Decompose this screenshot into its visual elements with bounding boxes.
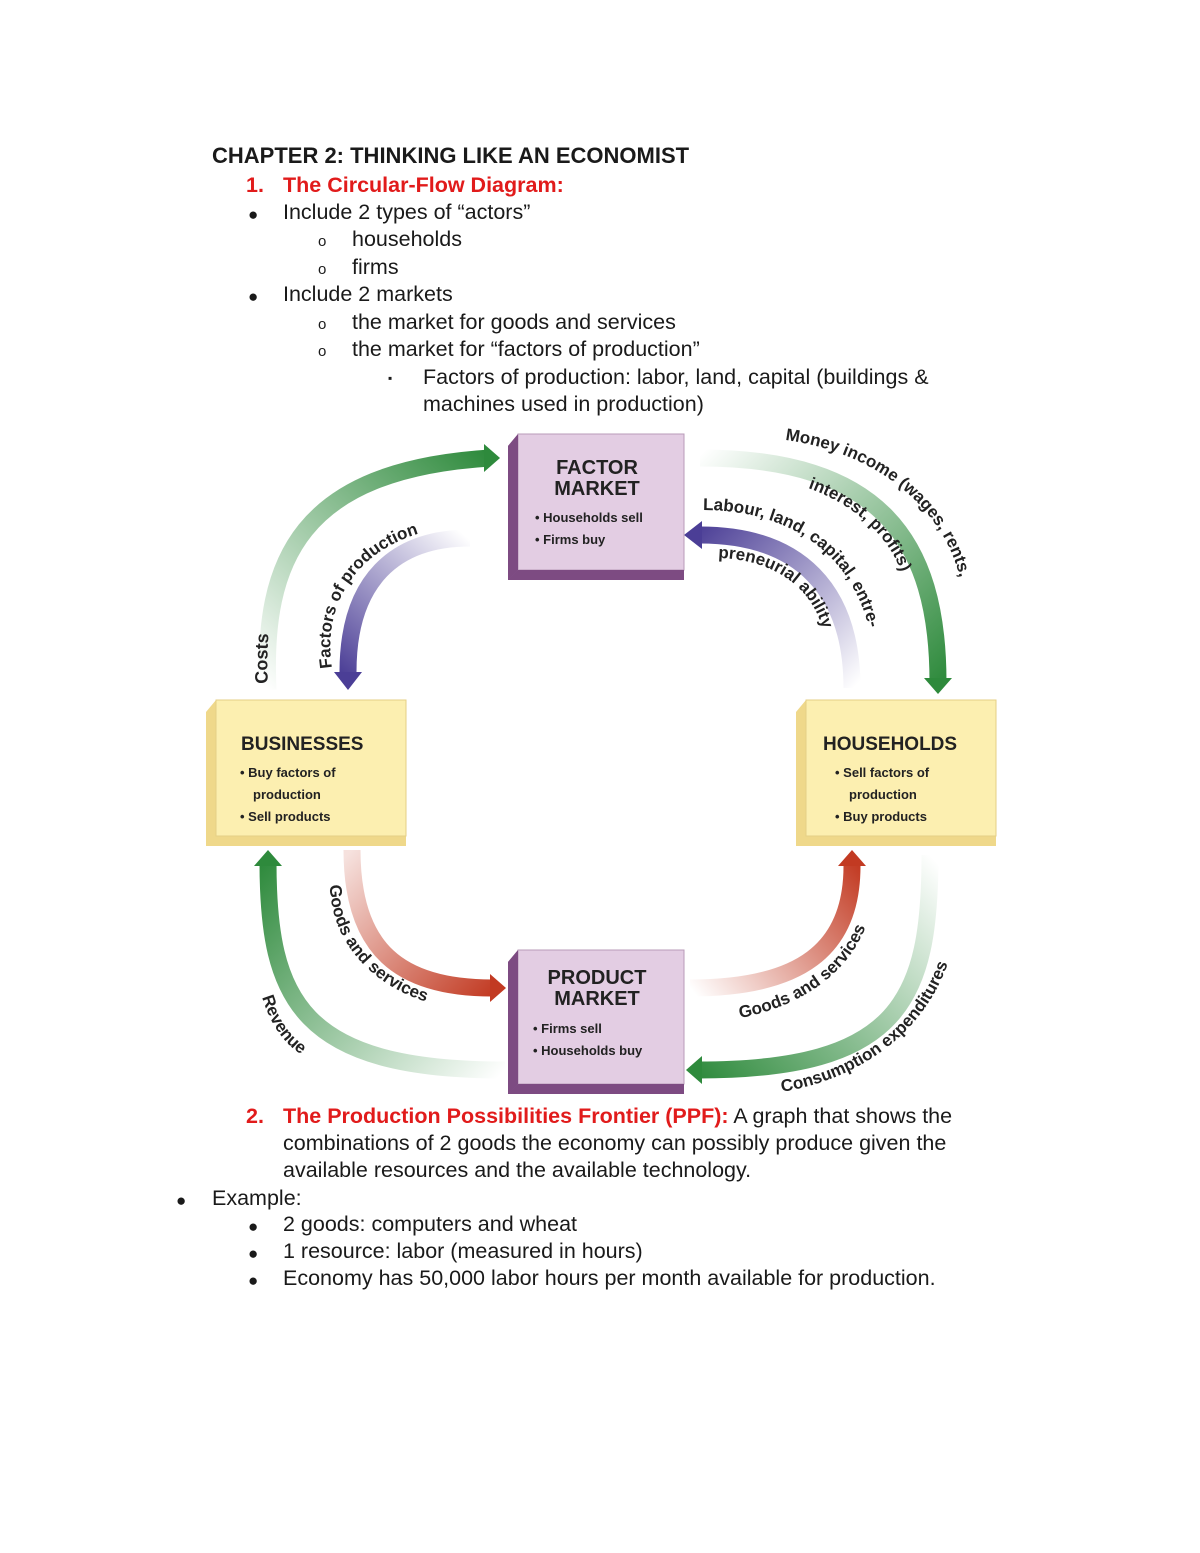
bullet-disc: ● bbox=[176, 1191, 187, 1210]
product-market-box: PRODUCT MARKET • Firms sell • Households… bbox=[508, 949, 685, 1094]
product-market-title1: PRODUCT bbox=[548, 967, 647, 989]
market-factors: the market for “factors of production” bbox=[352, 337, 700, 361]
households-item2: • Buy products bbox=[835, 809, 927, 824]
factor-market-title1: FACTOR bbox=[556, 457, 638, 479]
money-income-arrowhead bbox=[924, 678, 952, 694]
revenue-arrowhead bbox=[254, 850, 282, 866]
labour-arrowhead bbox=[684, 521, 702, 549]
ppf-definition-line1: The Production Possibilities Frontier (P… bbox=[283, 1103, 952, 1130]
factor-market-title2: MARKET bbox=[554, 478, 640, 500]
bullet-disc: ● bbox=[248, 1217, 259, 1236]
goods-left-arrow bbox=[343, 849, 493, 997]
factors-definition-line1: Factors of production: labor, land, capi… bbox=[423, 365, 929, 389]
households-box: HOUSEHOLDS • Sell factors of production … bbox=[796, 699, 997, 846]
product-market-title2: MARKET bbox=[554, 988, 640, 1010]
businesses-item1b: production bbox=[253, 787, 321, 802]
factor-market-box: FACTOR MARKET • Households sell • Firms … bbox=[508, 433, 685, 580]
bullet-circle: o bbox=[318, 233, 327, 250]
money-income-arrow bbox=[699, 449, 947, 683]
goods-right-arrow bbox=[689, 865, 861, 997]
example-resource: 1 resource: labor (measured in hours) bbox=[283, 1239, 643, 1263]
example-label: Example: bbox=[212, 1186, 302, 1210]
bullet-disc: ● bbox=[248, 1244, 259, 1263]
businesses-item2: • Sell products bbox=[240, 809, 331, 824]
businesses-title: BUSINESSES bbox=[241, 734, 363, 755]
households-title: HOUSEHOLDS bbox=[823, 734, 957, 755]
factors-arrow bbox=[339, 529, 471, 673]
example-goods: 2 goods: computers and wheat bbox=[283, 1212, 578, 1236]
businesses-item1: • Buy factors of bbox=[240, 765, 336, 780]
markets-bullet: Include 2 markets bbox=[283, 282, 453, 306]
revenue-arrow bbox=[259, 861, 506, 1079]
costs-arrow bbox=[258, 449, 491, 691]
ppf-definition-line3: available resources and the available te… bbox=[283, 1158, 752, 1182]
factors-definition-line2: machines used in production) bbox=[423, 392, 704, 416]
bullet-square: ▪ bbox=[388, 371, 393, 385]
households-item1: • Sell factors of bbox=[835, 765, 930, 780]
product-market-item1: • Firms sell bbox=[533, 1021, 602, 1036]
actor-households: households bbox=[352, 227, 462, 251]
costs-arrowhead bbox=[484, 444, 500, 472]
section-2-number: 2. bbox=[246, 1104, 264, 1128]
market-goods-services: the market for goods and services bbox=[352, 310, 676, 334]
bullet-disc: ● bbox=[248, 1271, 259, 1290]
section-2-heading: The Production Possibilities Frontier (P… bbox=[283, 1104, 729, 1128]
labour-arrow bbox=[699, 526, 861, 689]
page-title: CHAPTER 2: THINKING LIKE AN ECONOMIST bbox=[212, 143, 690, 168]
costs-label: Costs bbox=[251, 633, 272, 684]
consumption-arrow bbox=[697, 854, 939, 1079]
bullet-circle: o bbox=[318, 316, 327, 333]
factor-market-item2: • Firms buy bbox=[535, 532, 606, 547]
section-1-heading: The Circular-Flow Diagram: bbox=[283, 173, 564, 197]
factors-arrowhead bbox=[334, 672, 362, 690]
businesses-box: BUSINESSES • Buy factors of production •… bbox=[206, 699, 407, 846]
ppf-definition-line2: combinations of 2 goods the economy can … bbox=[283, 1131, 947, 1155]
consumption-arrowhead bbox=[686, 1056, 702, 1084]
factor-market-item1: • Households sell bbox=[535, 510, 643, 525]
section-1-number: 1. bbox=[246, 173, 264, 197]
example-labor-hours: Economy has 50,000 labor hours per month… bbox=[283, 1266, 936, 1290]
ppf-definition-text: A graph that shows the bbox=[728, 1104, 953, 1128]
goods-right-arrowhead bbox=[838, 850, 866, 866]
actor-firms: firms bbox=[352, 255, 399, 279]
bullet-disc: ● bbox=[248, 205, 259, 224]
actors-bullet: Include 2 types of “actors” bbox=[283, 200, 531, 224]
goods-left-arrowhead bbox=[490, 974, 506, 1002]
households-item1b: production bbox=[849, 787, 917, 802]
bullet-circle: o bbox=[318, 261, 327, 278]
bullet-disc: ● bbox=[248, 287, 259, 306]
bullet-circle: o bbox=[318, 343, 327, 360]
product-market-item2: • Households buy bbox=[533, 1043, 643, 1058]
